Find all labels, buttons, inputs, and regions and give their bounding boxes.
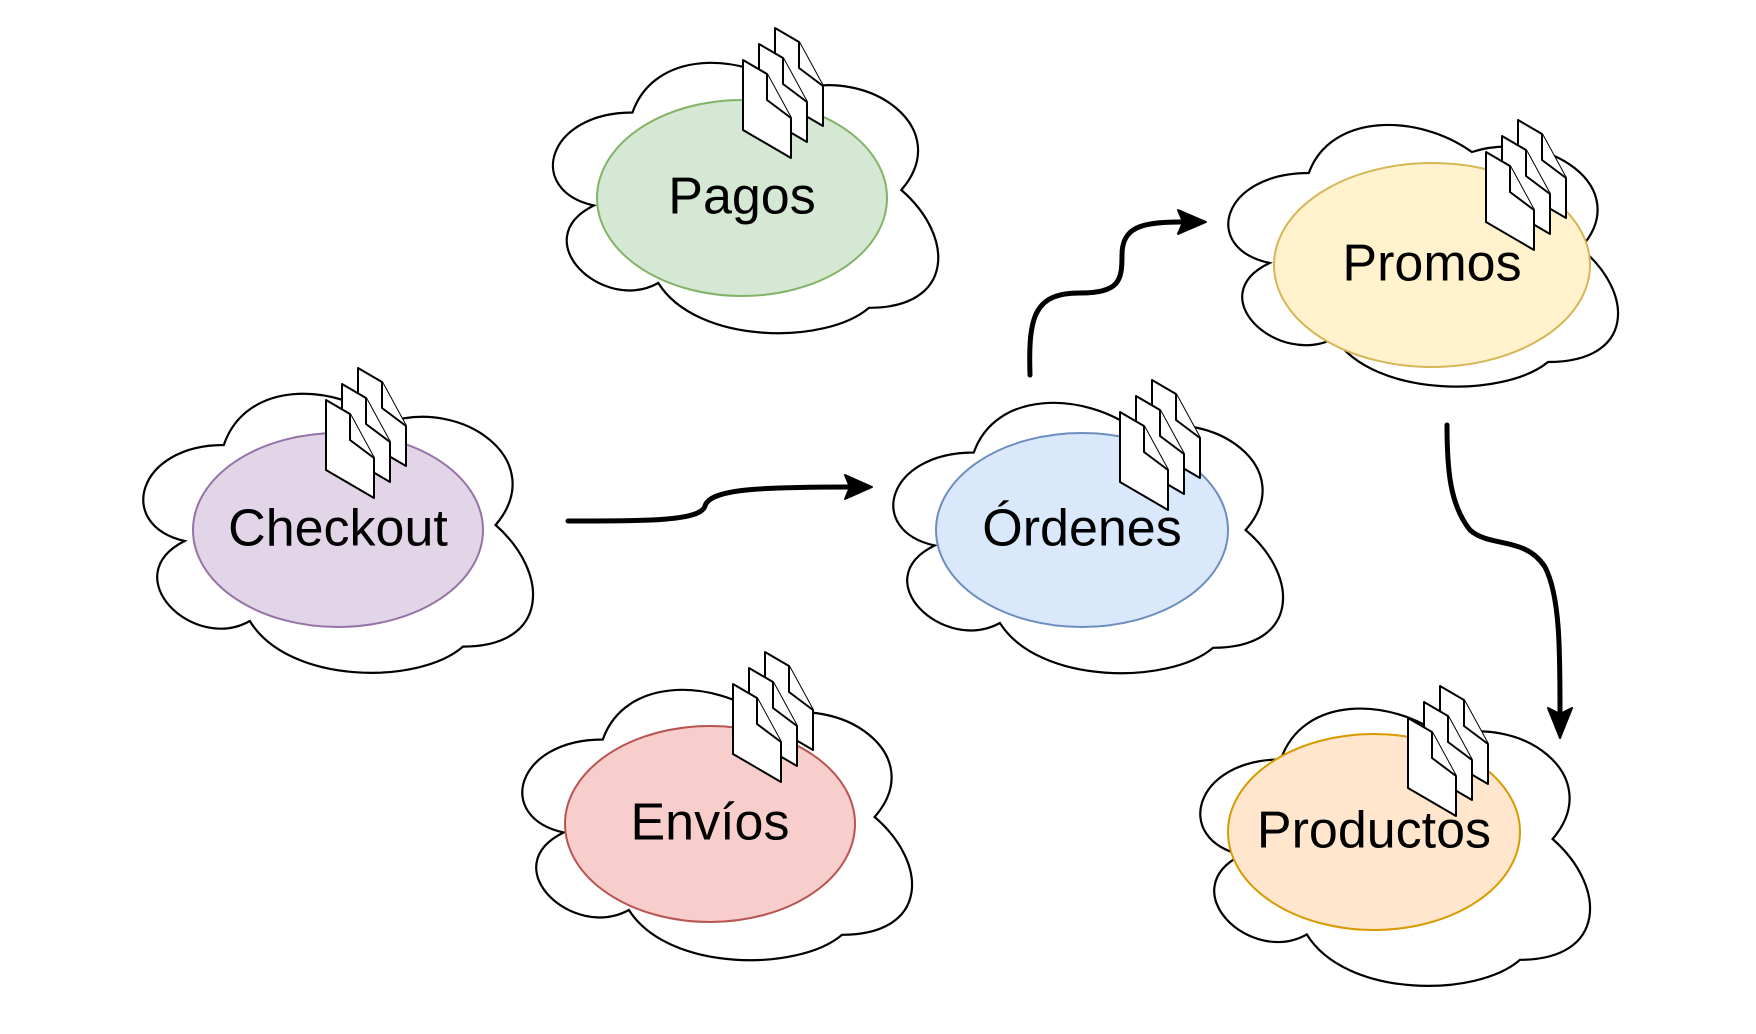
document-sheet-back-fold (798, 42, 824, 87)
documents-icon (742, 27, 824, 159)
service-label-promos: Promos (1342, 235, 1521, 293)
document-sheet-front-fold (1143, 426, 1169, 471)
document-sheet-middle-fold (1159, 410, 1185, 455)
document-sheet-front-fold (766, 74, 792, 119)
document-sheet-front (732, 683, 782, 783)
arrowhead-icon (844, 474, 873, 500)
service-label-envios: Envíos (631, 794, 790, 852)
document-sheet-front-fold (756, 698, 782, 743)
document-sheet-back-fold (788, 666, 814, 711)
documents-icon (325, 367, 407, 499)
document-sheet-back-fold (1463, 700, 1489, 745)
document-sheet-back-fold (381, 382, 407, 427)
edge-ordenes-promos (1027, 209, 1207, 378)
arrowhead-icon (1547, 707, 1573, 739)
document-sheet-front-fold (1431, 732, 1457, 777)
document-sheet-middle-fold (1525, 150, 1551, 195)
document-sheet-front (1119, 411, 1169, 511)
service-node-promos[interactable]: Promos (1227, 119, 1620, 388)
edge-line-promos-productos (1444, 422, 1563, 715)
documents-icon (1119, 379, 1201, 511)
service-ellipse-envios (564, 725, 856, 923)
service-node-pagos[interactable]: Pagos (552, 27, 940, 335)
document-sheet-middle-fold (772, 682, 798, 727)
service-label-pagos: Pagos (668, 168, 815, 226)
documents-icon (1407, 685, 1489, 817)
edge-promos-productos (1444, 422, 1573, 739)
document-sheet-middle-fold (782, 58, 808, 103)
document-sheet-middle-fold (365, 398, 391, 443)
documents-icon (732, 651, 814, 783)
service-node-envios[interactable]: Envíos (521, 651, 914, 962)
service-label-ordenes: Órdenes (982, 500, 1181, 558)
document-sheet-middle-fold (1447, 716, 1473, 761)
service-node-productos[interactable]: Productos (1199, 685, 1592, 987)
service-node-ordenes[interactable]: Órdenes (892, 379, 1285, 675)
document-sheet-front (1485, 151, 1535, 251)
document-sheet-front-fold (349, 414, 375, 459)
document-sheet-back-fold (1175, 394, 1201, 439)
documents-icon (1485, 119, 1567, 251)
service-node-checkout[interactable]: Checkout (142, 367, 535, 674)
document-sheet-front-fold (1509, 166, 1535, 211)
edge-line-ordenes-promos (1027, 219, 1183, 378)
document-sheet-front (325, 399, 375, 499)
service-label-checkout: Checkout (228, 500, 448, 558)
edge-checkout-ordenes (565, 474, 873, 524)
arrowhead-icon (1177, 209, 1207, 235)
document-sheet-front (1407, 717, 1457, 817)
document-sheet-back-fold (1541, 134, 1567, 179)
edges-layer (565, 209, 1573, 739)
document-sheet-front (742, 59, 792, 159)
edge-line-checkout-ordenes (565, 484, 851, 524)
